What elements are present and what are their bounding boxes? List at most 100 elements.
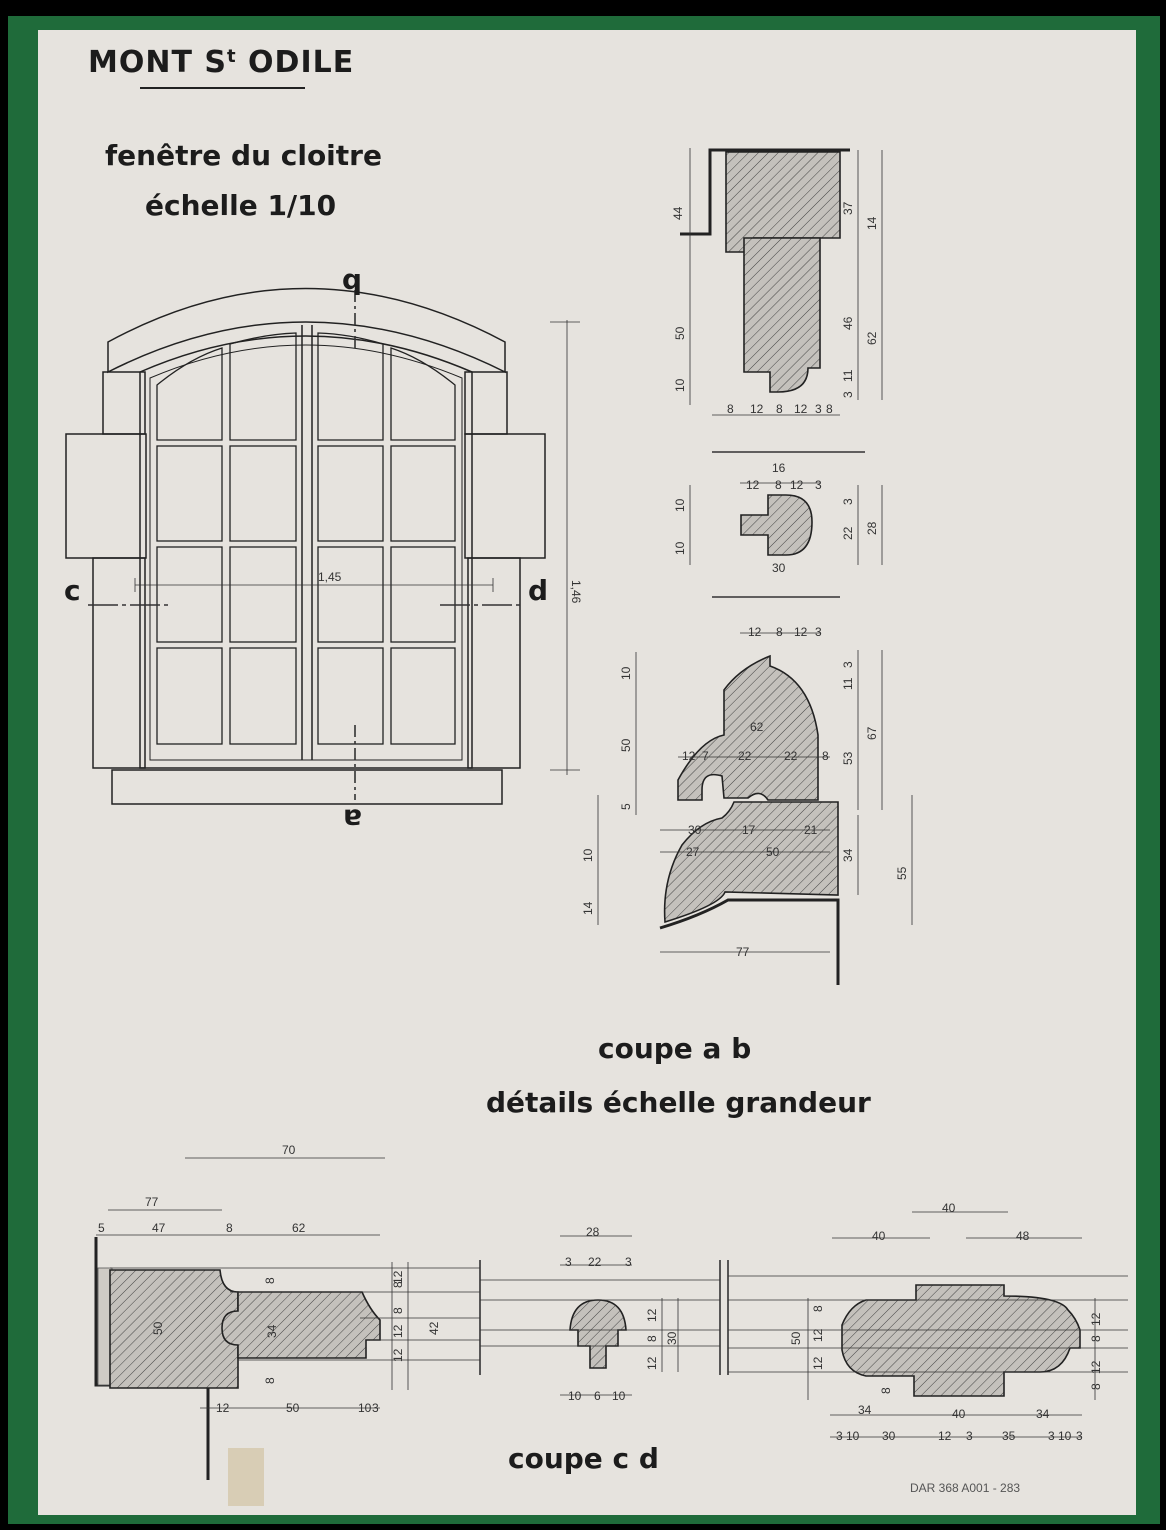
svg-text:30: 30: [772, 561, 786, 575]
svg-text:37: 37: [841, 201, 855, 215]
svg-text:12: 12: [1089, 1360, 1103, 1374]
svg-text:8: 8: [263, 1377, 277, 1384]
svg-text:40: 40: [952, 1407, 966, 1421]
svg-text:50: 50: [151, 1321, 165, 1335]
svg-text:3: 3: [565, 1255, 572, 1269]
svg-text:30: 30: [688, 823, 702, 837]
window-post: [221, 1291, 381, 1359]
svg-text:27: 27: [686, 845, 700, 859]
window-frame-inner: [149, 344, 463, 761]
svg-text:22: 22: [738, 749, 752, 763]
svg-text:8: 8: [1089, 1383, 1103, 1390]
svg-text:8: 8: [727, 402, 734, 416]
svg-text:12: 12: [391, 1324, 405, 1338]
svg-text:10: 10: [673, 498, 687, 512]
svg-text:55: 55: [895, 866, 909, 880]
svg-text:8: 8: [776, 402, 783, 416]
svg-text:8: 8: [811, 1305, 825, 1312]
svg-text:50: 50: [673, 326, 687, 340]
svg-text:77: 77: [736, 945, 750, 959]
svg-text:12: 12: [790, 478, 804, 492]
svg-text:3: 3: [841, 498, 855, 505]
width-label: 1,45: [318, 570, 342, 584]
svg-text:12: 12: [391, 1270, 405, 1284]
svg-text:50: 50: [766, 845, 780, 859]
svg-text:12: 12: [645, 1356, 659, 1370]
window-elevation: [65, 287, 546, 805]
svg-text:3: 3: [1076, 1429, 1083, 1443]
svg-text:3: 3: [841, 391, 855, 398]
svg-text:22: 22: [784, 749, 798, 763]
cd-glazing-bar: [569, 1299, 627, 1369]
section-mark-c: c: [64, 574, 81, 607]
svg-text:12: 12: [811, 1328, 825, 1342]
svg-text:12: 12: [750, 402, 764, 416]
svg-text:10: 10: [846, 1429, 860, 1443]
svg-text:3: 3: [815, 478, 822, 492]
svg-text:12: 12: [645, 1308, 659, 1322]
svg-text:40: 40: [872, 1229, 886, 1243]
svg-text:34: 34: [841, 848, 855, 862]
svg-text:3: 3: [815, 402, 822, 416]
svg-text:12: 12: [794, 402, 808, 416]
svg-text:7: 7: [702, 749, 709, 763]
svg-text:8: 8: [391, 1307, 405, 1314]
svg-text:10: 10: [619, 666, 633, 680]
svg-text:22: 22: [588, 1255, 602, 1269]
svg-text:3: 3: [836, 1429, 843, 1443]
glazing-bar: [740, 494, 813, 556]
svg-text:3: 3: [966, 1429, 973, 1443]
svg-text:42: 42: [427, 1321, 441, 1335]
svg-text:8: 8: [391, 1281, 405, 1288]
svg-text:22: 22: [841, 526, 855, 540]
svg-text:3: 3: [815, 625, 822, 639]
svg-text:12: 12: [811, 1356, 825, 1370]
svg-text:3: 3: [841, 661, 855, 668]
svg-text:6: 6: [594, 1389, 601, 1403]
svg-text:10: 10: [673, 541, 687, 555]
section-mark-d: d: [528, 574, 548, 607]
drawing-subtitle-1: fenêtre du cloitre: [105, 139, 382, 172]
svg-text:3: 3: [1048, 1429, 1055, 1443]
svg-text:11: 11: [841, 369, 855, 382]
svg-text:50: 50: [286, 1401, 300, 1415]
section-cd-profiles: [94, 1237, 1081, 1480]
paper-sheet: [38, 30, 1136, 1515]
svg-text:10: 10: [612, 1389, 626, 1403]
svg-text:28: 28: [865, 521, 879, 535]
section-cd-lines: [96, 1157, 1128, 1438]
stone-sill: [663, 801, 839, 924]
svg-text:3: 3: [372, 1401, 379, 1415]
svg-text:11: 11: [841, 677, 855, 690]
svg-text:10: 10: [1058, 1429, 1072, 1443]
svg-text:5: 5: [98, 1221, 105, 1235]
meeting-stiles: [841, 1284, 1081, 1397]
window-panes: [156, 332, 456, 745]
svg-text:48: 48: [1016, 1229, 1030, 1243]
svg-text:10: 10: [581, 848, 595, 862]
section-cd-title: coupe c d: [508, 1442, 659, 1475]
section-ab-subtitle: détails échelle grandeur: [486, 1086, 871, 1119]
svg-text:46: 46: [841, 316, 855, 330]
svg-text:30: 30: [882, 1429, 896, 1443]
svg-text:77: 77: [145, 1195, 159, 1209]
svg-text:16: 16: [772, 461, 786, 475]
site-title: MONT St ODILE: [88, 45, 354, 80]
window-frame: [139, 335, 473, 769]
archive-reference: DAR 368 A001 - 283: [910, 1481, 1020, 1495]
svg-text:34: 34: [265, 1324, 279, 1338]
svg-text:8: 8: [879, 1387, 893, 1394]
svg-text:70: 70: [282, 1143, 296, 1157]
section-ab-title: coupe a b: [598, 1032, 751, 1065]
svg-text:35: 35: [1002, 1429, 1016, 1443]
svg-text:10: 10: [568, 1389, 582, 1403]
svg-text:50: 50: [789, 1331, 803, 1345]
svg-text:10: 10: [358, 1401, 372, 1415]
svg-text:62: 62: [292, 1221, 306, 1235]
jamb-stone: [109, 1269, 239, 1389]
svg-text:40: 40: [942, 1201, 956, 1215]
elevation-dimensions: [88, 290, 580, 800]
section-ab-profiles: [659, 148, 850, 985]
svg-text:28: 28: [586, 1225, 600, 1239]
